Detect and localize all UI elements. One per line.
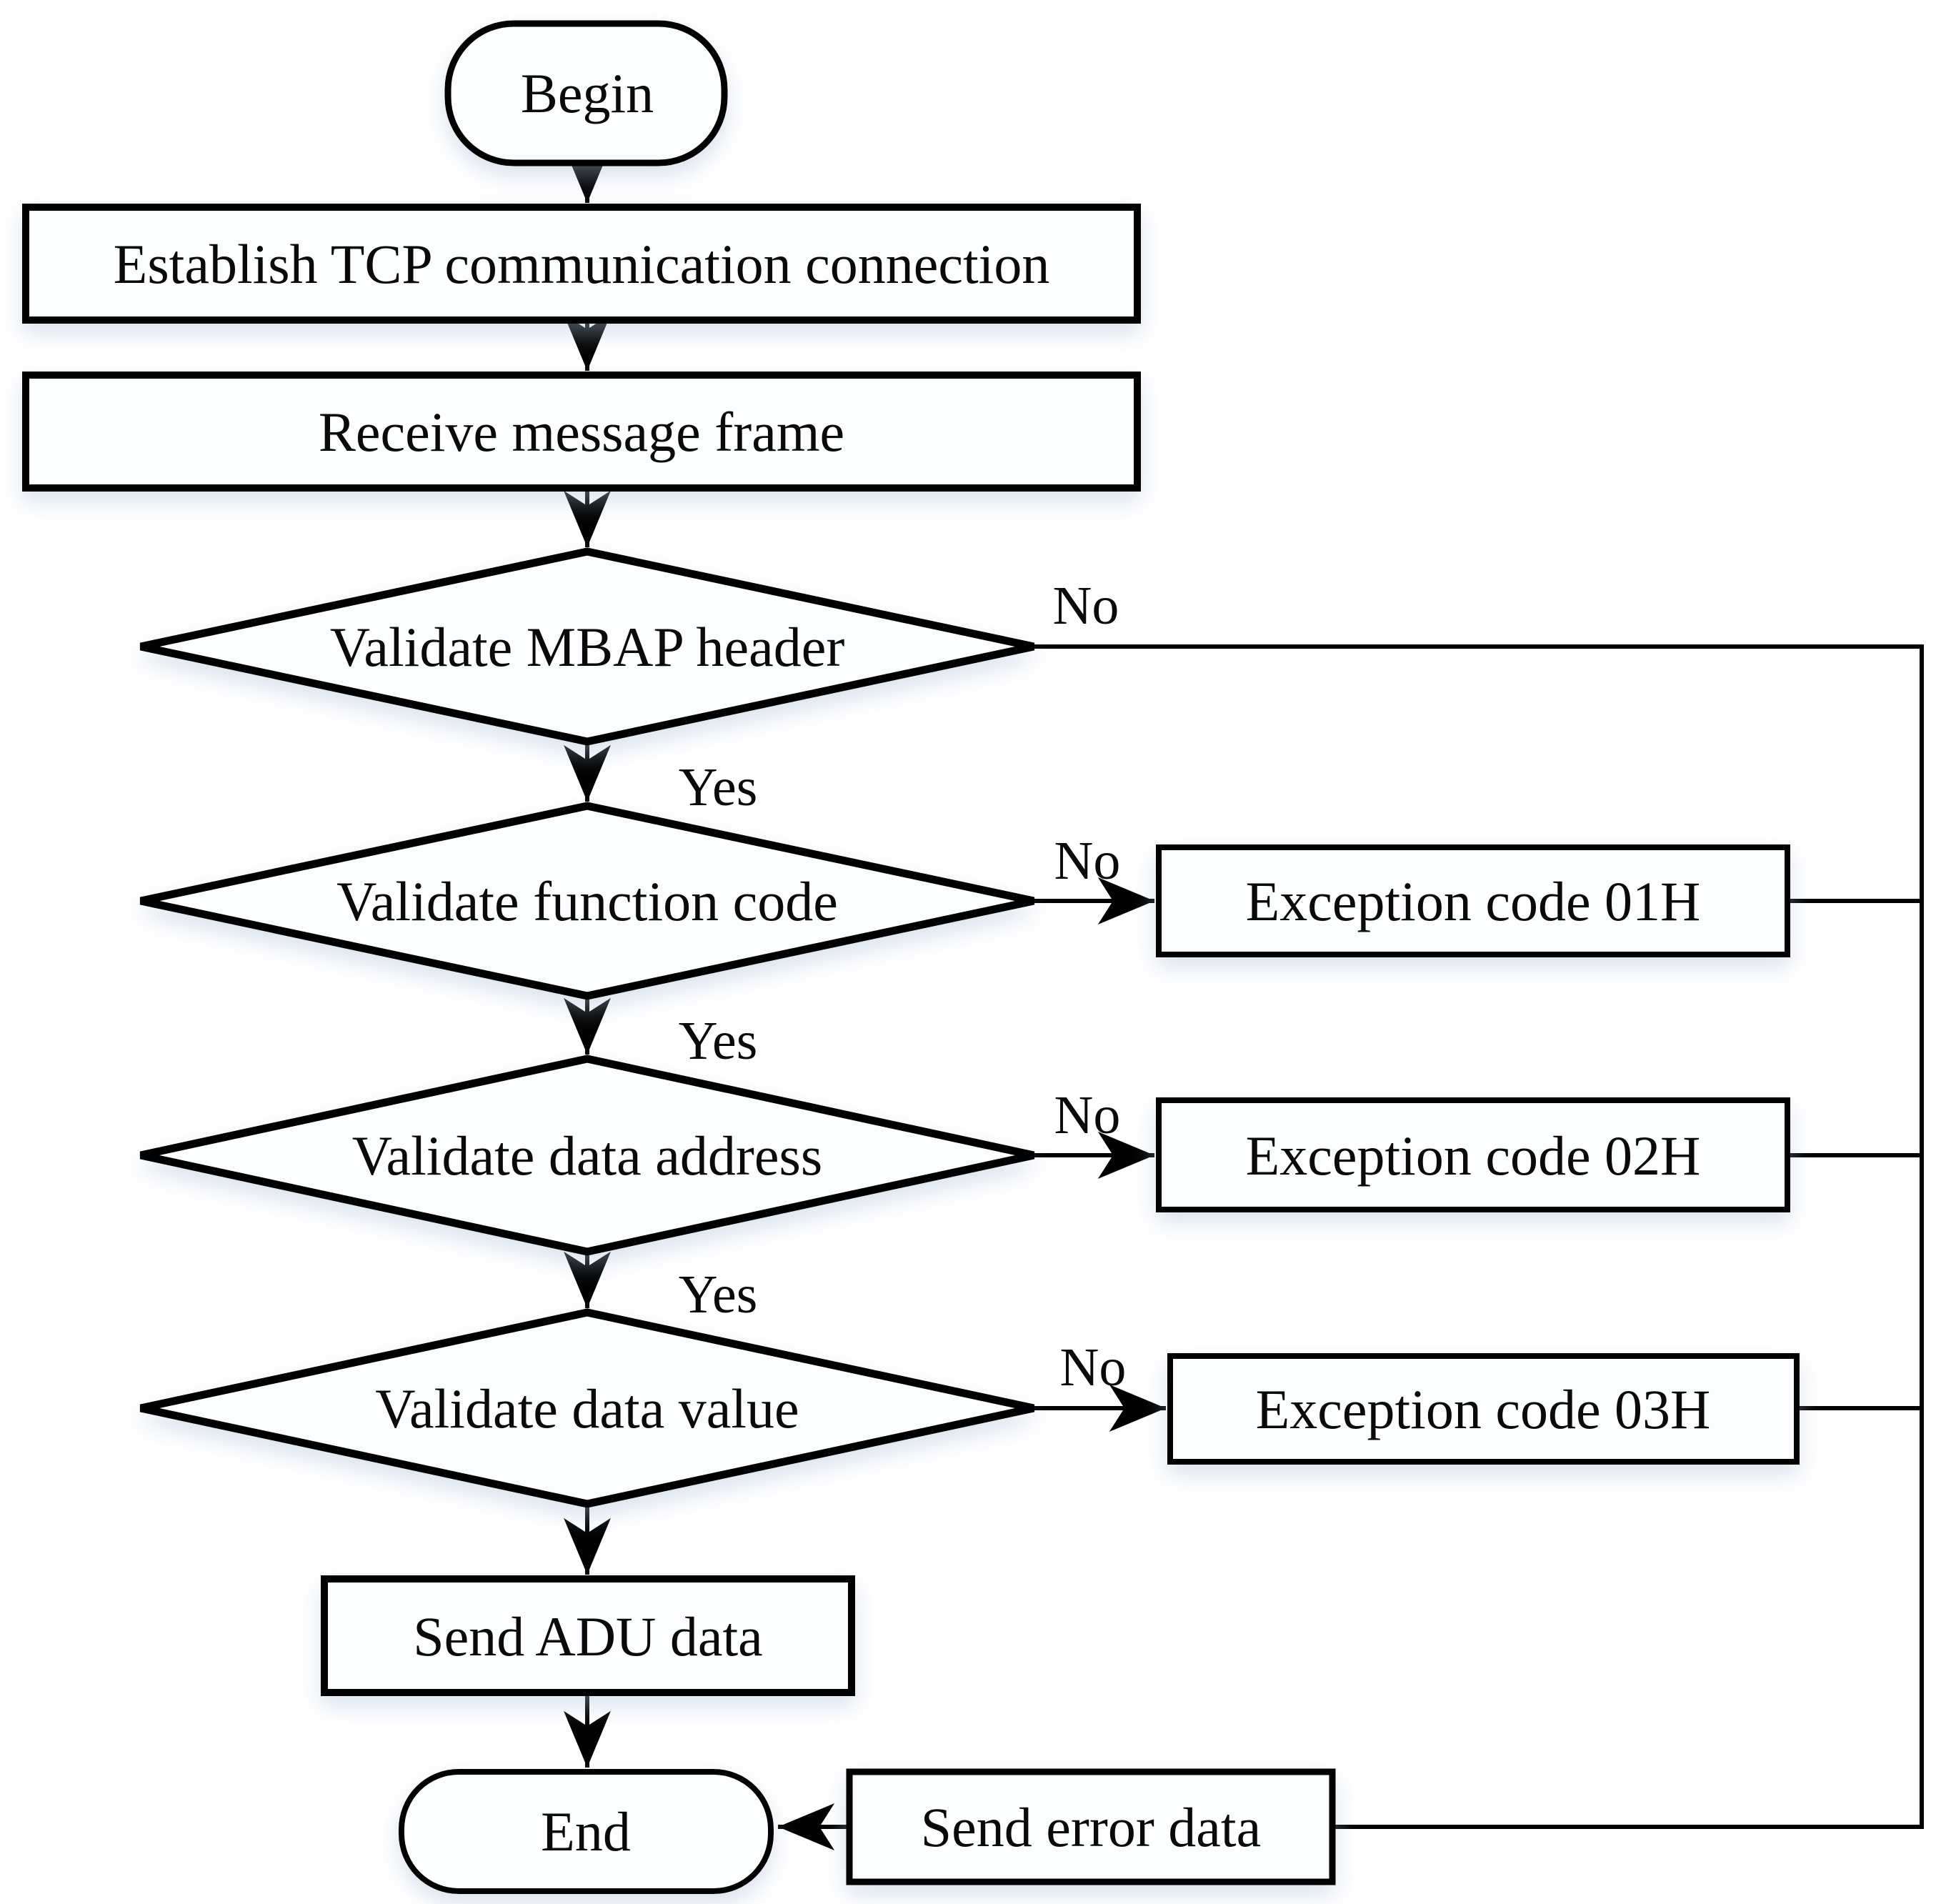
decision-validate-mbap-label: Validate MBAP header: [330, 616, 845, 678]
decision-validate-mbap: [139, 547, 1035, 746]
edge-label-value-no: No: [1060, 1337, 1127, 1397]
decision-validate-address: [139, 1055, 1035, 1256]
decision-validate-address-label: Validate data address: [352, 1125, 822, 1187]
edge-labels: No Yes No Yes No Yes No: [679, 576, 1127, 1397]
process-exception-02h: [1156, 1097, 1790, 1212]
edge-label-mbap-yes: Yes: [679, 757, 758, 817]
flow-nodes: [22, 20, 1800, 1894]
process-exception-01h: [1156, 844, 1790, 957]
edge-label-function-yes: Yes: [679, 1011, 758, 1071]
edge-label-mbap-no: No: [1053, 576, 1119, 636]
decision-validate-function: [139, 802, 1035, 1000]
process-receive-frame: [22, 372, 1141, 492]
flow-connectors: [564, 146, 1924, 1850]
process-establish-tcp-label: Establish TCP communication connection: [114, 233, 1050, 295]
node-labels: Begin Establish TCP communication connec…: [114, 62, 1711, 1863]
terminator-begin-label: Begin: [521, 62, 654, 124]
process-establish-tcp: [22, 204, 1141, 324]
process-exception-03h: [1167, 1353, 1800, 1465]
process-exception-03h-label: Exception code 03H: [1256, 1378, 1711, 1440]
terminator-end-label: End: [541, 1800, 631, 1863]
process-receive-frame-label: Receive message frame: [319, 401, 844, 463]
edge-label-address-no: No: [1054, 1085, 1121, 1145]
decision-validate-function-label: Validate function code: [336, 870, 838, 932]
process-exception-01h-label: Exception code 01H: [1246, 870, 1701, 932]
process-exception-02h-label: Exception code 02H: [1246, 1125, 1701, 1187]
terminator-begin: [444, 20, 728, 166]
flow-line-mbap-no-rail: [1034, 644, 1924, 1829]
process-send-adu-label: Send ADU data: [413, 1605, 763, 1668]
decision-validate-value: [139, 1308, 1035, 1508]
process-send-error-label: Send error data: [921, 1796, 1261, 1858]
edge-label-address-yes: Yes: [679, 1265, 758, 1325]
terminator-end: [399, 1769, 774, 1894]
process-send-adu: [321, 1575, 855, 1696]
decision-validate-value-label: Validate data value: [375, 1377, 799, 1440]
edge-label-function-no: No: [1054, 831, 1121, 891]
process-send-error: [846, 1768, 1336, 1885]
